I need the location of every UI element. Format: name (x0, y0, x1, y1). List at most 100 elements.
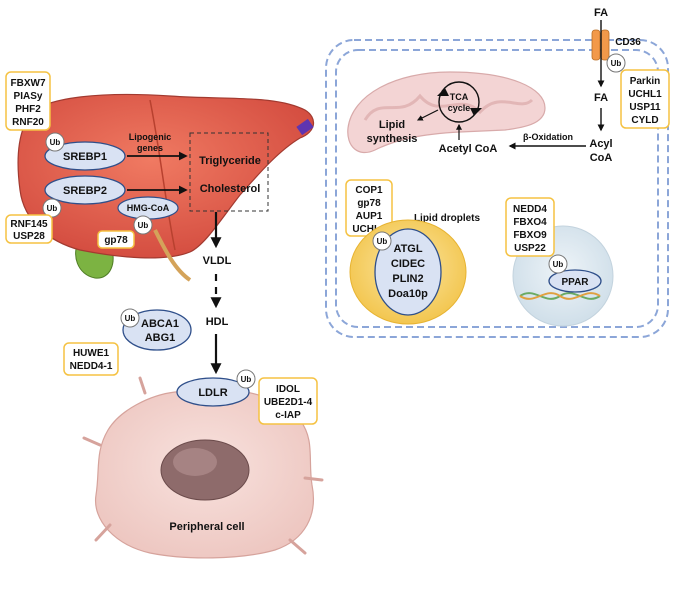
ub-label: Ub (125, 314, 136, 323)
liver-lobe-line (149, 99, 176, 251)
abca1-label: ABCA1 (141, 318, 179, 330)
ub-substrate-3: AUP1 (356, 211, 383, 222)
ld-protein-2: CIDEC (391, 258, 425, 270)
srebp2-node: SREBP2 (44, 175, 126, 205)
ub-substrate-1: RNF145 (10, 219, 48, 230)
ub-box-gp78: gp78 (97, 230, 135, 249)
vldl-label: VLDL (203, 255, 232, 267)
ub-box-ldlr: IDOL UBE2D1-4 c-IAP (258, 377, 318, 425)
lipogenic-label-1: Lipogenic (129, 132, 172, 142)
srebp1-node: SREBP1 Ub (44, 132, 126, 171)
tca-label: TCA (450, 92, 469, 102)
ub-label: Ub (50, 138, 61, 147)
ub-substrate-1: HUWE1 (73, 348, 110, 359)
ld-protein-3: PLIN2 (392, 273, 423, 285)
srebp1-label: SREBP1 (63, 151, 107, 163)
ub-badge (45, 132, 65, 152)
ld-protein-4: Doa10p (388, 288, 428, 300)
vessel (296, 118, 314, 136)
ldlr-label: LDLR (198, 387, 227, 399)
bile-duct (153, 229, 192, 282)
ub-box-ppar: NEDD4 FBXO4 FBXO9 USP22 (505, 197, 555, 257)
ub-label: Ub (611, 59, 622, 68)
srebp2-label: SREBP2 (63, 185, 107, 197)
beta-oxidation-label: β-Oxidation (523, 132, 573, 142)
peripheral-cell-label: Peripheral cell (169, 521, 244, 533)
hmgcoa-node: HMG-CoA Ub (117, 196, 179, 235)
ub-box-abca1: HUWE1 NEDD4-1 (63, 342, 119, 376)
ub-substrate-1: IDOL (276, 384, 300, 395)
ldlr-node: LDLR Ub (176, 369, 256, 407)
ub-box-srebp1: FBXW7 PIASy PHF2 RNF20 (5, 71, 51, 131)
ub-substrate-1: NEDD4 (513, 204, 547, 215)
ub-substrate-2: USP28 (13, 231, 45, 242)
ub-badge (236, 369, 256, 389)
ub-badge (133, 215, 153, 235)
ub-label: Ub (553, 260, 564, 269)
lipogenic-label-2: genes (137, 143, 163, 153)
ub-substrate-2: FBXO4 (513, 217, 547, 228)
ub-box-srebp2: Ub RNF145 USP28 (5, 198, 62, 244)
mitochondrion (347, 71, 546, 154)
cell-membrane (325, 39, 669, 338)
ub-label: Ub (47, 204, 58, 213)
ub-label: Ub (377, 237, 388, 246)
ub-badge (42, 198, 62, 218)
ld-protein-1: ATGL (393, 243, 422, 255)
ub-substrate-1: Parkin (630, 76, 661, 87)
ub-substrate-2: PIASy (14, 91, 43, 102)
nucleus-highlight (173, 448, 217, 476)
lipid-synthesis-1: Lipid (379, 119, 405, 131)
ppar-node: PPAR Ub (548, 254, 602, 293)
fa-inner-label: FA (594, 92, 608, 104)
ub-label: Ub (241, 375, 252, 384)
triglyceride-label: Triglyceride (199, 155, 261, 167)
coa-label: CoA (590, 152, 613, 164)
arrow-to-lipid-synthesis (416, 109, 439, 121)
lipid-synthesis-2: synthesis (367, 133, 418, 145)
ub-substrate-1: FBXW7 (11, 78, 46, 89)
peripheral-cell: Peripheral cell (82, 376, 324, 559)
ub-substrate-2: NEDD4-1 (70, 361, 113, 372)
acyl-label: Acyl (589, 138, 612, 150)
ub-box-lipid-droplet: COP1 gp78 AUP1 UCHL1 (345, 179, 393, 237)
lipid-droplets-label: Lipid droplets (414, 213, 481, 224)
cholesterol-label: Cholesterol (200, 183, 261, 195)
ppar-label: PPAR (561, 277, 589, 288)
ub-substrate-4: USP22 (514, 243, 546, 254)
ub-substrate-3: USP11 (629, 102, 661, 113)
ub-substrate-3: PHF2 (15, 104, 41, 115)
ub-substrate-4: CYLD (631, 115, 658, 126)
ub-substrate-2: UBE2D1-4 (264, 397, 313, 408)
ub-label: Ub (138, 221, 149, 230)
target-box (189, 132, 269, 212)
ub-substrate-2: gp78 (357, 198, 381, 209)
ub-substrate-2: UCHL1 (628, 89, 662, 100)
ub-substrate-3: c-IAP (275, 410, 301, 421)
ub-badge (548, 254, 568, 274)
ub-substrate-1: COP1 (355, 185, 383, 196)
lipid-droplet: ATGL CIDEC PLIN2 Doa10p Ub (349, 219, 467, 325)
acetyl-coa-label: Acetyl CoA (439, 143, 498, 155)
ub-badge (372, 231, 392, 251)
ub-substrate-3: FBXO9 (513, 230, 547, 241)
tca-cycle: TCA cycle (437, 81, 482, 123)
abca1-node: ABCA1 ABG1 Ub (120, 308, 192, 351)
ub-box-cd36: Parkin UCHL1 USP11 CYLD (620, 69, 670, 129)
gp78-label: gp78 (104, 235, 128, 246)
ub-badge (606, 53, 626, 73)
liver-shape (17, 93, 314, 259)
abg1-label: ABG1 (145, 332, 176, 344)
cd36-label: CD36 (615, 37, 641, 48)
hdl-label: HDL (206, 316, 229, 328)
cycle-label: cycle (448, 103, 471, 113)
cd36-transporter: FA CD36 Ub (591, 7, 641, 88)
ld-proteins-node (374, 228, 442, 316)
dna-strand-2 (519, 292, 601, 300)
fa-top-label: FA (594, 7, 608, 19)
ub-substrate-4: RNF20 (12, 117, 44, 128)
hmgcoa-label: HMG-CoA (127, 203, 170, 213)
ub-substrate-4: UCHL1 (352, 224, 386, 235)
